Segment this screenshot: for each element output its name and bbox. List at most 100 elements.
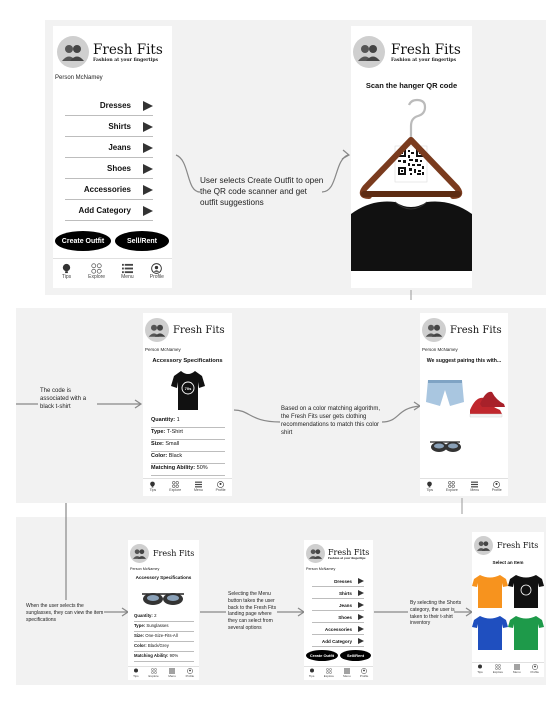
explore-grid-icon [150,668,157,674]
logo: Fresh Fits [474,536,538,555]
nav-label: Menu [513,670,521,674]
menu-item-accessories[interactable]: Accessories [65,180,153,200]
user-name: Person McNamey [145,347,181,352]
menu-item-shirts[interactable]: Shirts [312,588,364,599]
screen-suggestions: Fresh Fits Person McNamey We suggest pai… [420,313,508,496]
lightbulb-icon [62,263,71,274]
profile-icon [217,481,224,488]
nav-menu[interactable]: Menu [168,668,176,678]
brand-tagline: Fashion at your fingertips [328,556,366,560]
user-avatar-icon [474,536,493,555]
nav-menu[interactable]: Menu [513,664,521,674]
menu-item-jeans[interactable]: Jeans [312,600,364,611]
nav-profile[interactable]: Profile [186,668,194,678]
orange-tshirt-icon [472,575,508,608]
menu-item-label: Dresses [334,578,352,584]
row-3-background [16,517,546,685]
chevron-right-icon [143,121,153,132]
nav-menu[interactable]: Menu [194,481,203,492]
brand-name: Fresh Fits [173,324,225,336]
caption-create-outfit: User selects Create Outfit to open the Q… [200,176,324,208]
nav-explore[interactable]: Explore [446,481,458,492]
list-menu-icon [343,668,350,674]
nav-profile[interactable]: Profile [359,668,369,678]
menu-item-shoes[interactable]: Shoes [312,612,364,623]
nav-tips[interactable]: Tips [309,668,315,678]
nav-menu[interactable]: Menu [343,668,351,678]
user-avatar-icon [353,36,385,68]
profile-icon [531,664,538,670]
chevron-right-icon [358,602,364,608]
scan-title: Scan the hanger QR code [365,81,458,90]
menu-item-dresses[interactable]: Dresses [312,576,364,587]
lightbulb-icon [150,481,156,488]
nav-menu[interactable]: Menu [121,263,134,280]
menu-item-label: Accessories [324,626,352,632]
explore-grid-icon [91,263,102,274]
nav-label: Tips [308,674,315,678]
menu-item-shirts[interactable]: Shirts [65,117,153,137]
nav-tips[interactable]: Tips [477,664,483,674]
nav-profile[interactable]: Profile [216,481,226,492]
nav-explore[interactable]: Explore [493,664,503,674]
nav-label: Tips [133,674,139,678]
menu-item-shoes[interactable]: Shoes [65,159,153,179]
screen-qr-scanner: Fresh Fits Fashion at your fingertips Sc… [351,26,472,288]
nav-label: Explore [492,670,504,674]
screen-shirt-specs: Fresh Fits Person McNamey Accessory Spec… [143,313,232,496]
spec-type: Type: Sunglasses [134,623,194,632]
logo: Fresh Fits Fashion at your fingertips [306,544,369,563]
nav-profile[interactable]: Profile [150,263,164,280]
menu-item-dresses[interactable]: Dresses [65,96,153,116]
caption-select-sunglasses: When the user selects the sunglasses, th… [26,603,104,623]
chevron-right-icon [143,205,153,216]
specs-title: Accessory Specifications [135,575,192,580]
user-avatar-icon [57,36,89,68]
nav-label: Profile [215,488,226,492]
spec-quantity: Quantity: 1 [151,417,225,428]
nav-menu[interactable]: Menu [470,481,479,492]
nav-label: Tips [149,488,157,492]
nav-explore[interactable]: Explore [169,481,181,492]
brand-name: Fresh Fits [93,41,163,58]
nav-tips[interactable]: Tips [149,481,156,492]
nav-tips[interactable]: Tips [61,263,72,280]
nav-label: Explore [148,674,159,678]
lightbulb-icon [427,481,433,488]
hanger-with-qr-image [351,98,472,271]
nav-label: Menu [343,674,351,678]
nav-explore[interactable]: Explore [149,668,159,678]
nav-label: Profile [359,674,369,678]
nav-explore[interactable]: Explore [88,263,105,280]
nav-label: Menu [168,674,176,678]
menu-item-label: Add Category [321,638,352,644]
menu-item-add-category[interactable]: Add Category [312,636,364,647]
caption-shorts-category: By selecting the Shorts category, the us… [410,600,462,627]
nav-explore[interactable]: Explore [324,668,334,678]
lightbulb-icon [133,668,138,673]
menu-item-jeans[interactable]: Jeans [65,138,153,158]
menu-item-label: Add Category [78,206,131,215]
sell-rent-button[interactable]: Sell/Rent [340,650,371,661]
menu-item-accessories[interactable]: Accessories [312,624,364,635]
chevron-right-icon [143,142,153,153]
user-avatar-icon [130,544,149,563]
lightbulb-icon [477,664,482,669]
menu-item-label: Shoes [338,614,352,620]
sell-rent-button[interactable]: Sell/Rent [115,231,169,251]
logo: Fresh Fits Fashion at your fingertips [57,36,163,68]
nav-tips[interactable]: Tips [133,668,139,678]
screen-landing-menu-small: Fresh Fits Fashion at your fingertips Pe… [304,540,373,680]
explore-grid-icon [326,668,332,674]
bottom-nav: Tips Explore Menu Profile [128,666,199,680]
nav-profile[interactable]: Profile [530,664,539,674]
create-outfit-button[interactable]: Create Outfit [55,231,111,251]
create-outfit-button[interactable]: Create Outfit [306,650,338,661]
nav-label: Tips [426,488,434,492]
menu-item-add-category[interactable]: Add Category [65,201,153,221]
chevron-right-icon [358,590,364,596]
brand-name: Fresh Fits [450,324,502,336]
nav-profile[interactable]: Profile [492,481,502,492]
nav-tips[interactable]: Tips [426,481,433,492]
specs-title: Accessory Specifications [152,358,223,364]
